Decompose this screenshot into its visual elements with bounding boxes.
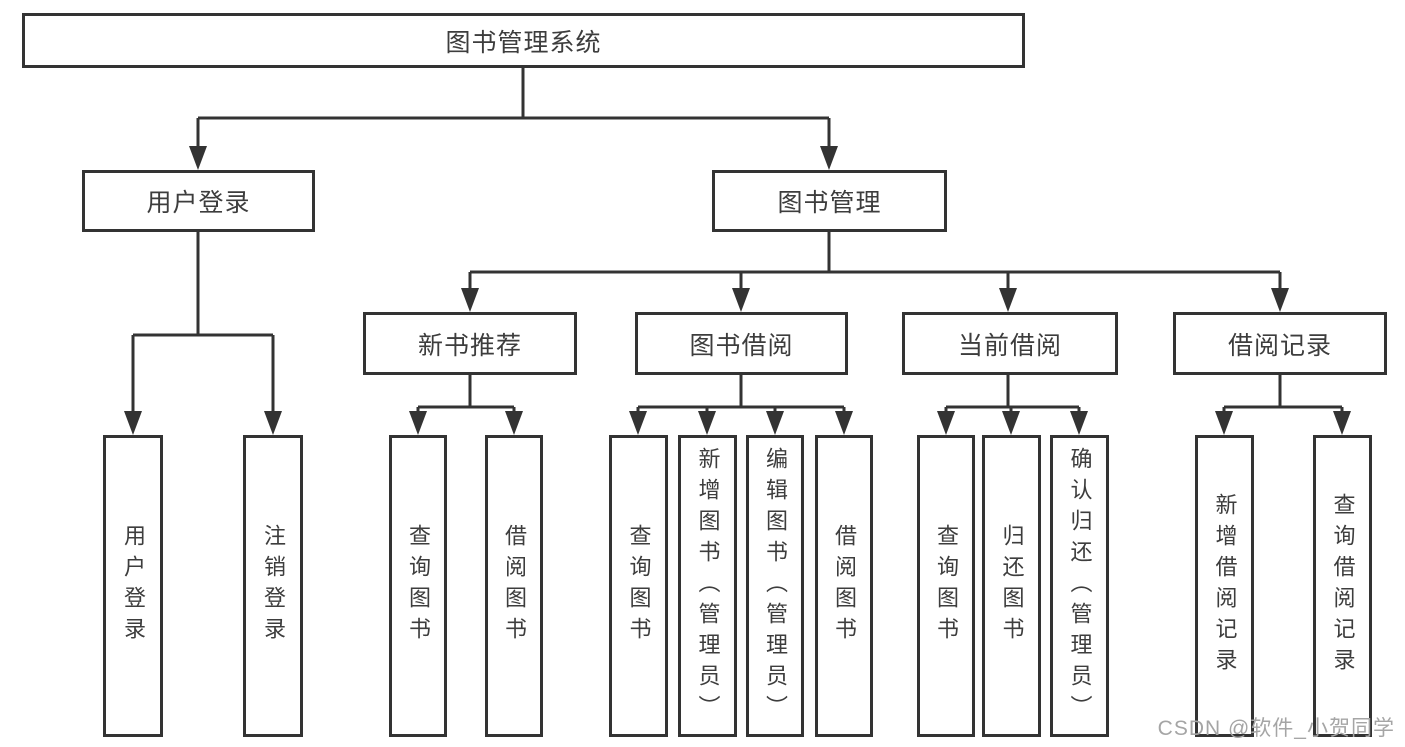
node-label: 查询借阅记录 [1330,493,1356,679]
node-edit-book-admin: 编辑图书（管理员） [746,435,804,737]
node-borrow-records: 借阅记录 [1173,312,1387,375]
node-new-book-recommend: 新书推荐 [363,312,577,375]
node-label: 查询图书 [934,524,959,648]
node-root: 图书管理系统 [22,13,1025,68]
node-label: 新增借阅记录 [1212,493,1238,679]
arrowhead-icons [124,146,1351,435]
node-label: 查询图书 [406,524,431,648]
node-label: 新增图书（管理员） [695,446,721,726]
node-borrow-books-borrow: 借阅图书 [815,435,873,737]
node-book-borrow: 图书借阅 [635,312,848,375]
node-current-borrow: 当前借阅 [902,312,1118,375]
node-borrow-books-recommend: 借阅图书 [485,435,543,737]
node-label: 注销登录 [261,524,286,648]
node-label: 用户登录 [121,524,146,648]
node-label: 新书推荐 [417,331,522,360]
node-query-books-recommend: 查询图书 [389,435,447,737]
node-add-book-admin: 新增图书（管理员） [678,435,737,737]
node-add-borrow-record: 新增借阅记录 [1195,435,1254,737]
node-label: 图书借阅 [689,331,794,360]
node-label: 当前借阅 [957,331,1062,360]
node-logout-action: 注销登录 [243,435,303,737]
node-confirm-return-admin: 确认归还（管理员） [1050,435,1109,737]
node-label: 编辑图书（管理员） [763,446,788,726]
node-label: 用户登录 [146,189,251,217]
node-label: 确认归还（管理员） [1067,446,1093,726]
node-user-login-action: 用户登录 [103,435,163,737]
node-label: 借阅记录 [1227,331,1332,360]
node-book-management: 图书管理 [712,170,947,232]
node-query-borrow-record: 查询借阅记录 [1313,435,1372,737]
node-query-books-borrow: 查询图书 [609,435,668,737]
node-label: 图书管理系统 [445,28,602,57]
node-label: 图书管理 [777,189,882,217]
node-query-books-current: 查询图书 [917,435,975,737]
node-label: 借阅图书 [832,524,857,648]
csdn-watermark: CSDN @软件_小贺同学 [1157,717,1395,740]
node-user-login: 用户登录 [82,170,315,232]
node-label: 查询图书 [626,524,652,648]
node-label: 归还图书 [999,524,1025,648]
node-label: 借阅图书 [502,524,527,648]
node-return-book: 归还图书 [982,435,1041,737]
